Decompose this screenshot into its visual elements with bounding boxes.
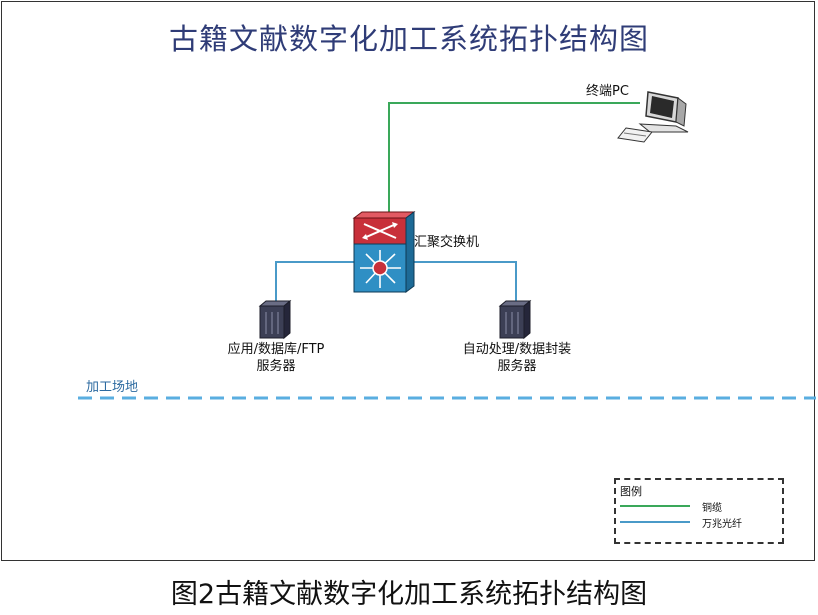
core-switch-icon [352,211,416,293]
copper-legend-swatch [620,505,690,507]
fiber-link-switch-right-server [406,261,517,306]
left-server-label-line1: 应用/数据库/FTP [227,342,325,357]
desktop-pc-icon [617,91,689,143]
server-tower-icon [258,299,292,340]
fiber-legend-swatch [620,521,690,523]
copper-legend-label: 铜缆 [702,503,722,514]
fiber-link-switch-left-server [275,261,354,306]
terminal-pc-label: 终端PC [586,84,629,99]
left-server-label-line2: 服务器 [256,359,296,374]
figure-caption: 图2古籍文献数字化加工系统拓扑结构图 [170,579,648,610]
diagram-title: 古籍文献数字化加工系统拓扑结构图 [168,22,649,56]
server-tower-icon [498,299,532,340]
right-server-label-line2: 服务器 [497,359,537,374]
left-server-label: 应用/数据库/FTP 服务器 [196,341,356,375]
processing-area-label: 加工场地 [86,380,139,395]
legend-box: 图例 铜缆 万兆光纤 [614,478,784,544]
right-server-label: 自动处理/数据封装 服务器 [432,341,602,375]
copper-link-terminal-switch [388,102,640,218]
legend-title: 图例 [620,485,642,498]
diagram-frame [1,1,815,561]
right-server-label-line1: 自动处理/数据封装 [462,342,572,357]
fiber-legend-label: 万兆光纤 [702,519,742,530]
switch-label: 汇聚交换机 [414,235,480,250]
connections [275,102,640,306]
